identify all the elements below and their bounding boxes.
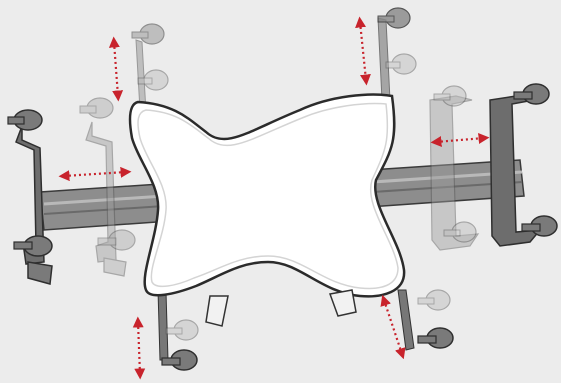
- knob-icon: [165, 319, 199, 341]
- knob-icon: [513, 83, 550, 105]
- double-headed-arrow-icon: [380, 294, 406, 360]
- knob-icon: [385, 53, 417, 75]
- knob-icon: [417, 289, 451, 311]
- knob-icon: [79, 97, 114, 119]
- knob-icon: [443, 221, 477, 243]
- bottom-left-arm: [157, 289, 169, 361]
- knob-icon: [131, 23, 165, 45]
- double-headed-arrow-icon: [58, 166, 132, 182]
- double-headed-arrow-icon: [132, 316, 146, 380]
- bottom-right-arm: [397, 289, 415, 351]
- knob-icon: [137, 69, 169, 91]
- knob-icon: [417, 327, 454, 349]
- knob-icon: [377, 7, 411, 29]
- knob-icon: [97, 229, 136, 251]
- top-right-arm: [377, 17, 391, 101]
- cradle-plate: [128, 93, 406, 327]
- knob-icon: [13, 235, 53, 257]
- knob-icon: [433, 85, 467, 107]
- adjust-arrows: [58, 16, 490, 380]
- double-headed-arrow-icon: [108, 36, 124, 102]
- knob-icon: [7, 109, 43, 131]
- double-headed-arrow-icon: [430, 132, 490, 148]
- left-arm-ghost: [85, 121, 127, 277]
- left-arm-extended: [15, 125, 53, 285]
- knob-icon: [521, 215, 558, 237]
- knob-icon: [161, 349, 198, 371]
- right-arm-extended: [489, 95, 542, 247]
- double-headed-arrow-icon: [355, 16, 371, 86]
- knobs: [7, 7, 558, 371]
